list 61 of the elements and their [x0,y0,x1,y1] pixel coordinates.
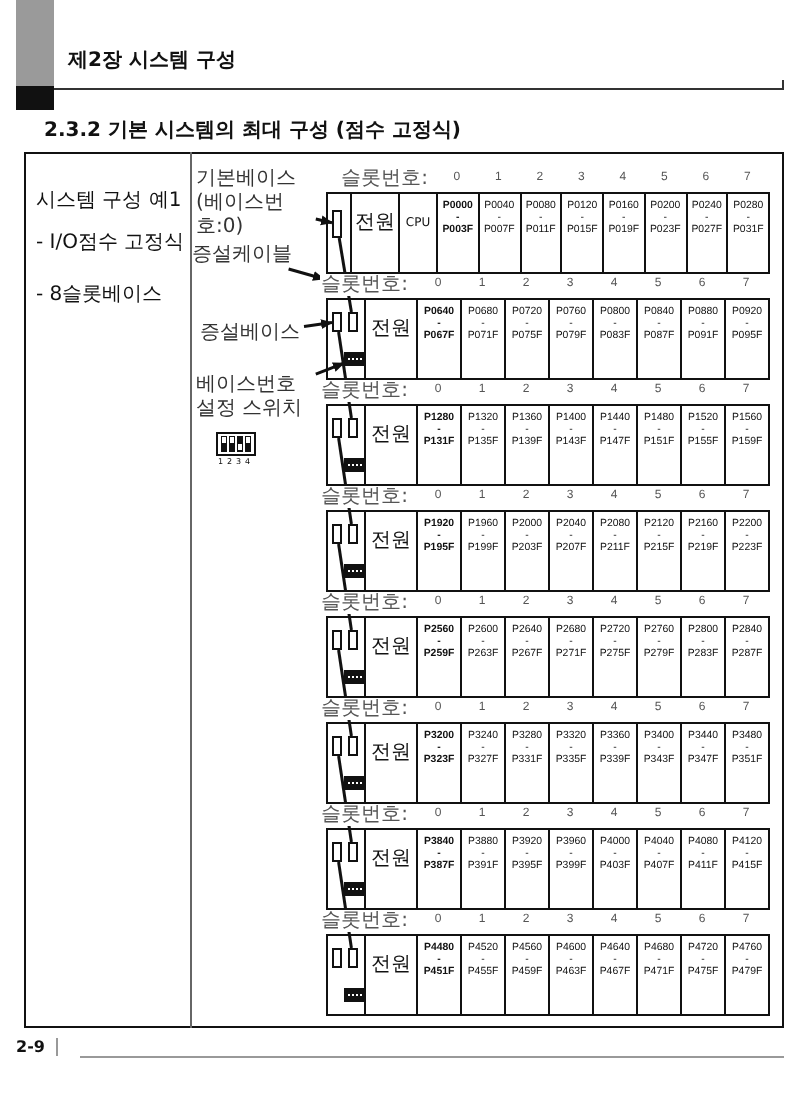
connector-port [332,210,342,238]
spec-item: - I/O점수 고정식 [36,232,187,256]
base-unit [326,722,770,804]
connector-port [348,736,358,756]
leader-arrow [303,319,333,330]
rotary-switch [344,564,366,578]
slot-number-label: 슬롯번호: [320,380,408,402]
callout-label: 증설케이블 [192,244,292,268]
callout-label: 베이스번호 설정 스위치 [196,374,312,422]
base-unit [326,934,770,1016]
base-unit [326,828,770,910]
leader-arrow [288,267,325,281]
power-module: 전원 [364,406,416,484]
power-module: 전원 [364,724,416,802]
rotary-switch [344,988,366,1002]
base-unit [326,192,770,274]
power-module: 전원 [350,194,398,272]
slot-number-label: 슬롯번호: [320,592,408,614]
slot-number-label: 슬롯번호: [340,168,428,190]
connector-port [332,418,342,438]
leader-arrow [315,215,333,226]
section-title: 2.3.2 기본 시스템의 최대 구성 (점수 고정식) [44,120,462,144]
power-module: 전원 [364,512,416,590]
connector-port [348,630,358,650]
rotary-switch [344,458,366,472]
base-unit [326,510,770,592]
connector-port [348,312,358,332]
power-module: 전원 [364,300,416,378]
slot-number-label: 슬롯번호: [320,804,408,826]
connector-port [332,630,342,650]
callout-label: 기본베이스 (베이스번호:0) [196,168,312,240]
connector-port [332,312,342,332]
base-unit [326,616,770,698]
example-heading: 시스템 구성 예1 [36,190,184,214]
power-module: 전원 [364,830,416,908]
chapter-heading: 제2장 시스템 구성 [68,50,236,74]
rotary-switch [344,352,366,366]
connector-port [332,842,342,862]
slot-number-label: 슬롯번호: [320,698,408,720]
connector-port [332,524,342,544]
power-module: 전원 [364,618,416,696]
extension-cable [337,237,353,313]
slot-number-label: 슬롯번호: [320,910,408,932]
slot-number-label: 슬롯번호: [320,486,408,508]
callout-label: 증설베이스 [200,322,300,346]
base-unit [326,404,770,486]
rotary-switch [344,670,366,684]
page-number: 2-9 [16,1038,45,1058]
connector-port [332,948,342,968]
connector-port [348,524,358,544]
connector-port [348,948,358,968]
rotary-switch [344,882,366,896]
connector-port [348,418,358,438]
power-module: 전원 [364,936,416,1014]
base-unit [326,298,770,380]
slot-number-label: 슬롯번호: [320,274,408,296]
leader-arrow [315,361,345,376]
connector-port [348,842,358,862]
spec-item: - 8슬롯베이스 [36,284,165,308]
connector-port [332,736,342,756]
rotary-switch [344,776,366,790]
